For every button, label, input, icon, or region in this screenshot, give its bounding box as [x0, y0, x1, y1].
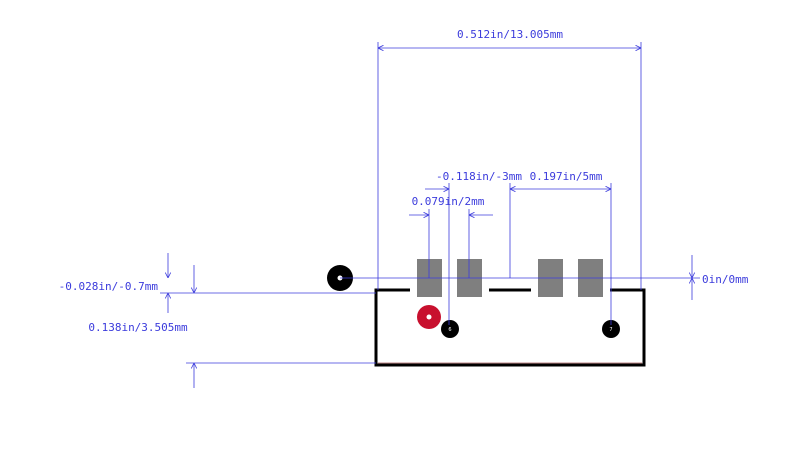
dimension-lines	[160, 42, 700, 388]
label-pad-width: 0.079in/2mm	[412, 195, 485, 208]
label-overall-width: 0.512in/13.005mm	[457, 28, 563, 41]
hole-left: 6	[441, 320, 459, 338]
hole-right-label: 7	[609, 327, 612, 333]
dimension-labels: 0.512in/13.005mm -0.118in/-3mm 0.197in/5…	[59, 28, 749, 334]
label-origin: 0in/0mm	[702, 273, 749, 286]
label-body-height: 0.138in/3.505mm	[88, 321, 188, 334]
mount-hole-left-label: 8	[338, 276, 341, 282]
body-outline-left	[374, 288, 646, 367]
component-body	[374, 288, 646, 367]
label-pad-offset: -0.118in/-3mm	[436, 170, 522, 183]
hole-left-label: 6	[448, 327, 451, 333]
pin-one-marker	[417, 305, 441, 329]
label-top-offset: -0.028in/-0.7mm	[59, 280, 159, 293]
hole-right: 7	[602, 320, 620, 338]
label-pad-pitch: 0.197in/5mm	[530, 170, 603, 183]
